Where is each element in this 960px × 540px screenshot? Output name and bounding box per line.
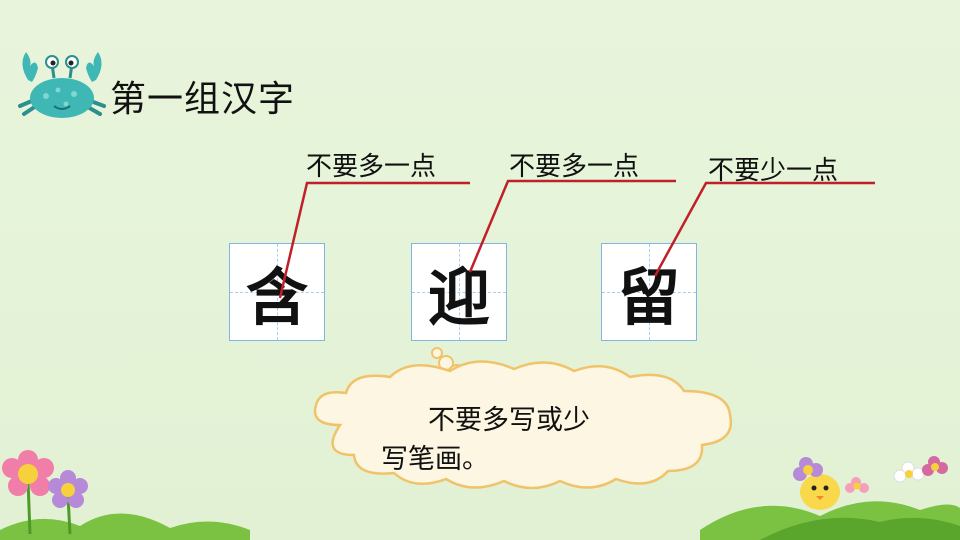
thought-bubble (313, 347, 733, 490)
flower-icon (2, 450, 54, 535)
bubble-line-1: 不要多写或少 (428, 405, 590, 436)
flower-icon (845, 477, 869, 493)
annotation-3: 不要少一点 (708, 156, 839, 186)
grass-decoration (0, 450, 960, 540)
flower-icon (793, 457, 823, 481)
character-grid-2: 迎 (411, 243, 507, 341)
bubble-line-2: 写笔画。 (381, 444, 489, 475)
annotation-2: 不要多一点 (509, 152, 640, 182)
flower-icon (893, 461, 925, 483)
character-grid-1: 含 (229, 243, 325, 341)
flower-icon (922, 456, 948, 476)
character-2: 迎 (427, 261, 490, 334)
crab-icon (18, 52, 106, 118)
slide-title: 第一组汉字 (110, 79, 296, 120)
chick-icon (800, 474, 840, 510)
flower-icon (48, 470, 88, 535)
character-1: 含 (245, 261, 308, 334)
character-3: 留 (617, 261, 680, 334)
annotation-1: 不要多一点 (306, 152, 437, 182)
character-grid-3: 留 (601, 243, 697, 341)
